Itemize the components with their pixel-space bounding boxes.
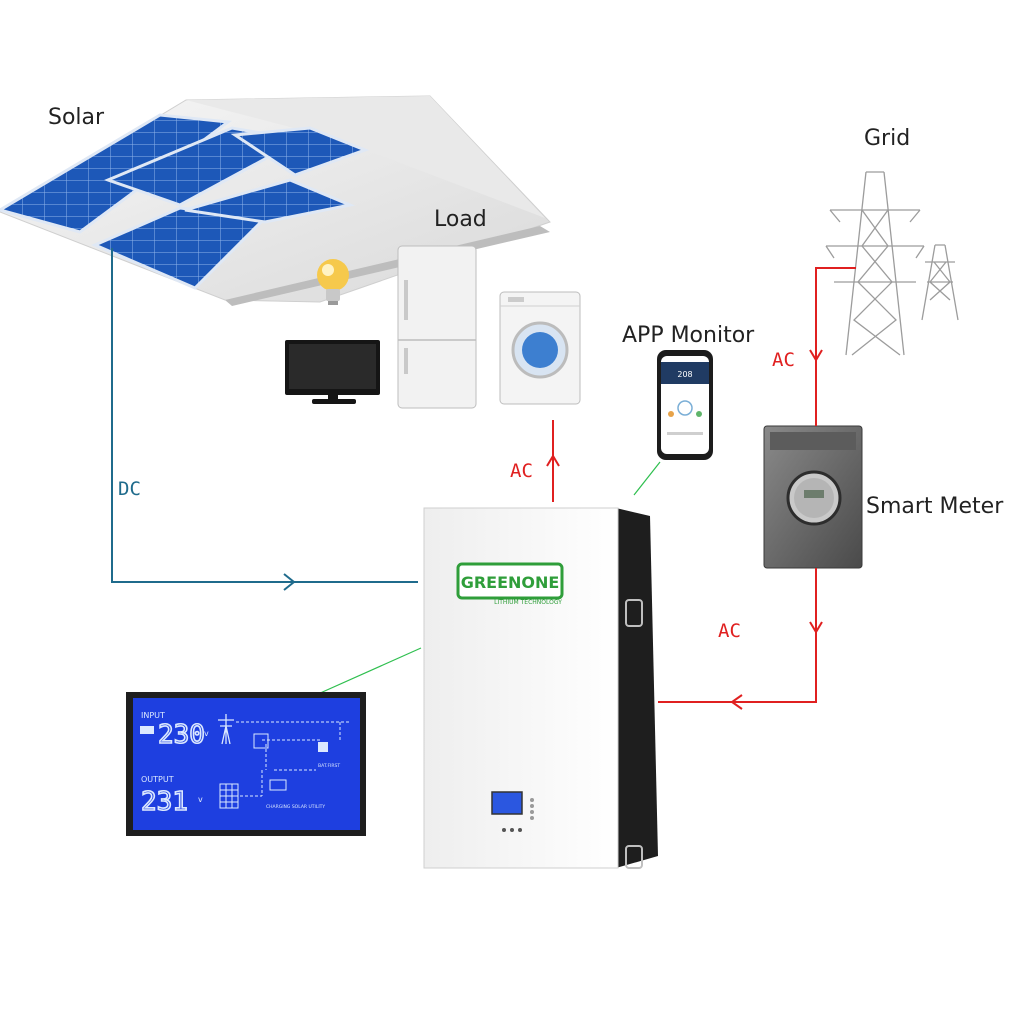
ac-grid-label: AC xyxy=(772,349,795,371)
fridge-icon xyxy=(397,245,477,409)
solar-panel-array xyxy=(0,113,370,290)
dc-label: DC xyxy=(118,478,141,500)
smart-meter-label: Smart Meter xyxy=(866,494,1004,519)
pylon-icon xyxy=(825,171,959,356)
lcd-input-value: 230 xyxy=(158,720,205,750)
dc-line xyxy=(111,248,418,591)
lcd-load-icon xyxy=(318,742,328,752)
tv-icon xyxy=(285,340,380,404)
grid-label: Grid xyxy=(864,126,910,151)
ac-line-meter-to-battery xyxy=(658,568,823,710)
lcd-bat-label: BAT.FIRST xyxy=(318,763,340,769)
monitor-link-lines xyxy=(317,461,661,695)
battery-mini-display xyxy=(491,791,523,815)
lcd-input-label: INPUT xyxy=(141,711,165,720)
lcd-solar-icon xyxy=(219,783,239,809)
battery-brand-tagline: LITHIUM TECHNOLOGY xyxy=(494,599,562,606)
ac-line-grid-to-meter xyxy=(809,267,856,426)
lcd-flow-lines xyxy=(236,721,350,797)
battery-brand-name: GREENONE xyxy=(461,573,560,592)
washing-machine-icon xyxy=(499,291,581,405)
lcd-battery-icon xyxy=(269,779,287,791)
ac-load-label: AC xyxy=(510,460,533,482)
lcd-inverter-icon xyxy=(253,733,269,749)
app-monitor-label: APP Monitor xyxy=(622,323,755,348)
lcd-output-label: OUTPUT xyxy=(141,775,174,784)
load-label: Load xyxy=(434,207,487,232)
lcd-input-unit: v xyxy=(204,729,209,738)
smartphone-icon: 208 xyxy=(657,350,713,460)
solar-roof: Solar xyxy=(0,95,551,306)
lcd-output-value: 231 xyxy=(141,787,188,817)
ac-meter-label: AC xyxy=(718,620,741,642)
battery-status-leds xyxy=(530,798,534,820)
lcd-pylon-icon xyxy=(218,714,234,745)
lcd-display-icon: INPUT 230 v OUTPUT 231 v BAT.FIRST CHARG… xyxy=(126,692,366,836)
battery-icon: GREENONE LITHIUM TECHNOLOGY xyxy=(423,507,658,869)
light-bulb-icon xyxy=(317,259,349,305)
app-monitor-group: APP Monitor 208 xyxy=(622,323,755,460)
lcd-charging-label: CHARGING SOLAR UTILITY xyxy=(266,804,325,810)
load-group: Load xyxy=(285,207,581,409)
smart-meter-icon: Smart Meter xyxy=(763,425,1004,569)
lcd-output-unit: v xyxy=(198,795,203,804)
battery-brand-logo: GREENONE LITHIUM TECHNOLOGY xyxy=(456,562,564,606)
grid-group: Grid xyxy=(825,126,959,356)
solar-label: Solar xyxy=(48,105,105,130)
ac-line-to-load xyxy=(546,420,560,502)
battery-buttons xyxy=(502,828,522,832)
phone-screen-value: 208 xyxy=(677,370,692,379)
